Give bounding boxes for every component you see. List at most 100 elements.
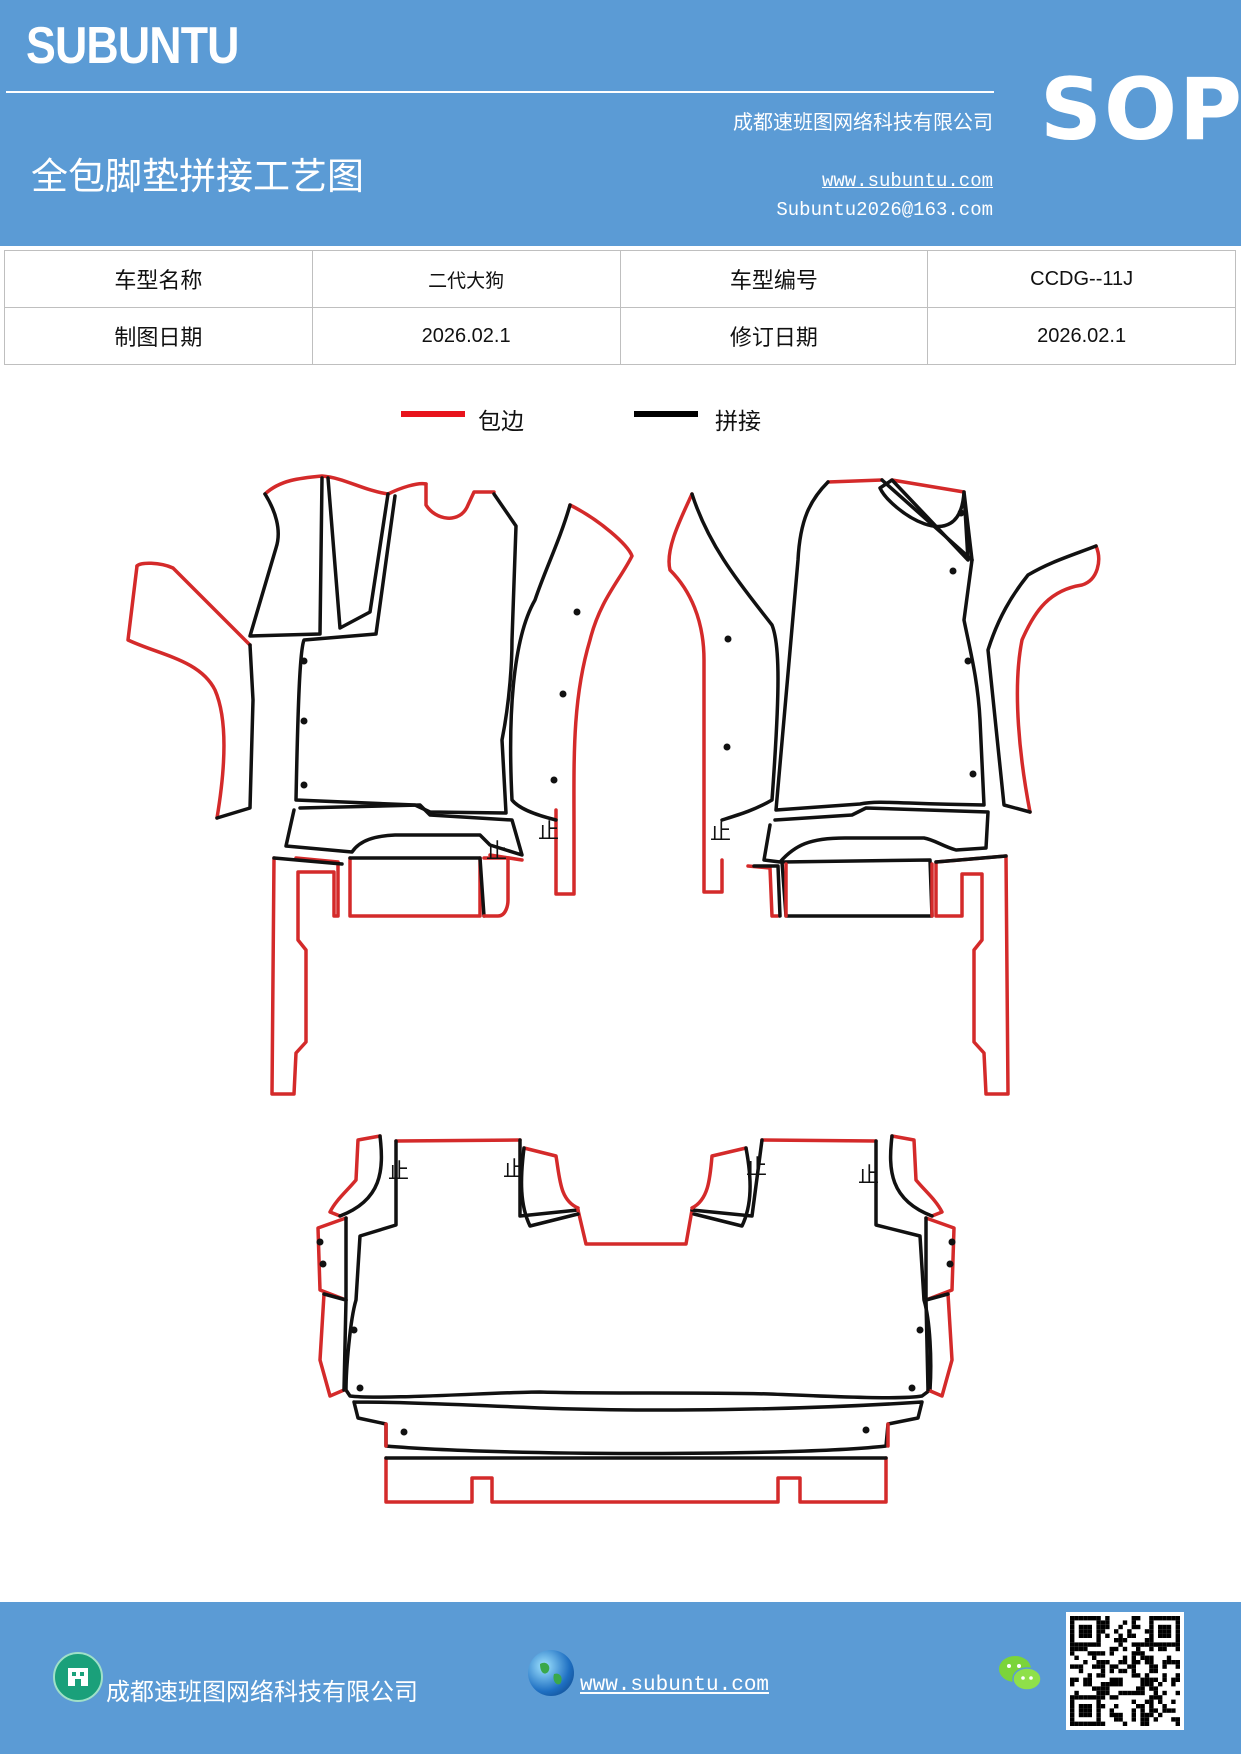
label-revision-date: 修订日期	[619, 307, 929, 365]
mat-piece	[784, 862, 934, 918]
mat-piece	[926, 1292, 954, 1398]
mat-piece	[508, 503, 572, 822]
mat-piece	[322, 1292, 348, 1392]
mat-piece	[692, 1146, 752, 1228]
mat-piece	[294, 492, 518, 815]
mat-piece	[522, 1146, 580, 1210]
mat-piece	[690, 1138, 764, 1218]
mat-piece	[576, 1208, 694, 1246]
globe-icon	[528, 1650, 574, 1696]
rivet-dot	[969, 770, 977, 778]
front-left-mat-group	[126, 474, 634, 1096]
table-row: 制图日期 2026.02.1 修订日期 2026.02.1	[4, 307, 1236, 365]
rivet-dot	[300, 717, 308, 725]
mat-piece	[424, 482, 496, 520]
page-title: 全包脚垫拼接工艺图	[31, 155, 364, 198]
mat-piece	[272, 856, 344, 866]
header-email[interactable]: Subuntu2026@163.com	[776, 199, 993, 221]
sop-badge: SOP	[1040, 60, 1241, 160]
rivet-dot	[723, 743, 731, 751]
rivet-dot	[964, 657, 972, 665]
mat-piece	[248, 476, 324, 638]
mat-piece	[890, 1134, 944, 1218]
rivet-dot	[724, 635, 732, 643]
mat-piece	[215, 643, 255, 820]
header-website-link[interactable]: www.subuntu.com	[821, 170, 993, 192]
mat-piece	[746, 864, 780, 918]
stop-mark: 止	[538, 819, 559, 843]
front-right-mat-group	[667, 478, 1101, 1096]
mat-piece	[752, 864, 782, 918]
mat-piece	[482, 856, 510, 918]
mat-piece	[554, 503, 634, 896]
mat-piece	[934, 854, 1008, 864]
mat-piece	[348, 856, 486, 918]
rivet-dot	[916, 1326, 924, 1334]
header-divider	[6, 91, 994, 93]
rivet-dot	[862, 1426, 870, 1434]
rivet-dot	[316, 1238, 324, 1246]
mat-piece	[924, 1292, 950, 1392]
stop-mark: 止	[858, 1163, 879, 1187]
rivet-dot	[356, 1384, 364, 1392]
mat-piece	[386, 481, 428, 496]
mat-piece	[826, 478, 966, 494]
mat-piece	[394, 1138, 878, 1143]
qr-code[interactable]	[1066, 1612, 1184, 1730]
rivet-dot	[573, 608, 581, 616]
legend-swatch-edge	[401, 411, 465, 417]
legend-swatch-seam	[634, 411, 698, 417]
rivet-dot	[559, 690, 567, 698]
rivet-dot	[400, 1428, 408, 1436]
rivet-dot	[300, 657, 308, 665]
footer-company-name: 成都速班图网络科技有限公司	[106, 1678, 418, 1706]
rivet-dot	[550, 776, 558, 784]
label-drawing-date: 制图日期	[4, 307, 313, 365]
legend-label-edge: 包边	[478, 409, 524, 435]
rivet-dot	[319, 1260, 327, 1268]
rivet-dot	[350, 1326, 358, 1334]
mat-piece	[518, 1138, 580, 1218]
mat-piece	[344, 1139, 933, 1400]
rear-mat-group	[316, 1134, 956, 1504]
rivet-dot	[946, 1260, 954, 1268]
rivet-dot	[948, 1238, 956, 1246]
stop-mark: 止	[503, 1157, 524, 1181]
mat-piece	[924, 1216, 956, 1302]
legend: 包边 拼接	[0, 402, 1241, 442]
footer-banner: 成都速班图网络科技有限公司 www.subuntu.com	[0, 1602, 1241, 1754]
label-model-code: 车型编号	[619, 250, 929, 308]
mat-piece	[316, 1216, 348, 1302]
brand-logo: SUBUNTU	[26, 17, 239, 75]
mat-piece	[880, 478, 974, 562]
mat-piece	[135, 561, 252, 647]
rivet-dot	[908, 1384, 916, 1392]
mat-piece	[888, 1134, 934, 1218]
legend-label-seam: 拼接	[715, 409, 761, 435]
rivet-dot	[300, 781, 308, 789]
footer-website-link[interactable]: www.subuntu.com	[580, 1674, 770, 1697]
mat-piece	[690, 1146, 748, 1210]
mat-piece	[667, 492, 724, 894]
building-icon	[53, 1652, 103, 1702]
value-revision-date: 2026.02.1	[927, 307, 1236, 365]
mat-piece	[326, 476, 390, 630]
mat-piece	[126, 564, 226, 820]
mat-piece	[690, 492, 780, 822]
mat-piece	[934, 854, 1010, 1096]
value-drawing-date: 2026.02.1	[311, 307, 621, 365]
mat-piece	[263, 474, 390, 496]
mat-piece	[1015, 544, 1101, 814]
wechat-icon[interactable]	[996, 1652, 1044, 1696]
vehicle-info-table: 车型名称 二代大狗 车型编号 CCDG--11J 制图日期 2026.02.1 …	[4, 250, 1236, 365]
mat-piece	[384, 1456, 888, 1504]
mat-piece	[284, 803, 524, 857]
mat-piece	[774, 478, 986, 812]
mat-piece	[270, 856, 340, 1096]
mat-piece	[519, 1146, 580, 1228]
value-model-name: 二代大狗	[311, 250, 621, 308]
stop-marks: 止 止 止 止 止 止 止	[388, 819, 879, 1187]
mat-piece	[318, 1292, 346, 1398]
stop-mark: 止	[746, 1155, 767, 1179]
